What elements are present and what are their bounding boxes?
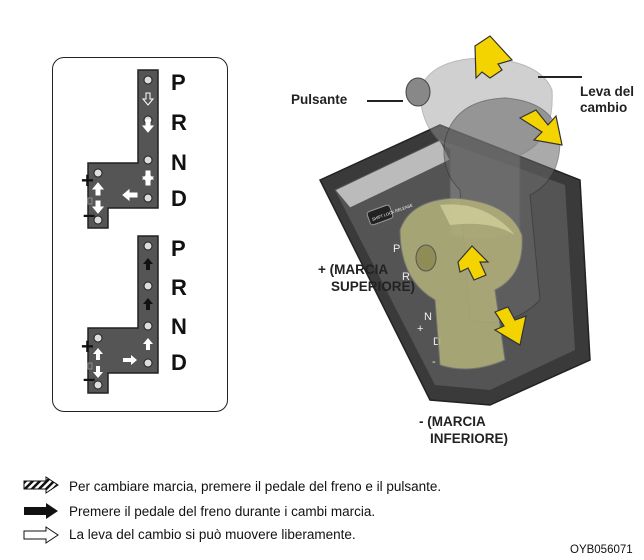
up-arrow-icon (91, 182, 105, 196)
plus-sign: + (81, 168, 94, 193)
up-arrow-icon (93, 348, 103, 360)
upper-gate-slot (87, 69, 159, 229)
right-arrow-icon (123, 355, 137, 365)
upshift-label-2: SUPERIORE) (331, 279, 416, 294)
outline-arrow-icon (22, 526, 62, 544)
console-letter: D (433, 336, 441, 348)
console-letter: R (402, 271, 410, 283)
minus-sign: – (83, 366, 96, 391)
solid-black-arrow-icon (22, 502, 62, 520)
gate-letter-d: D (171, 186, 187, 211)
striped-down-arrow-icon (141, 92, 155, 106)
yellow-arrow-up-icon (474, 35, 514, 80)
downshift-label-1: - (MARCIA (419, 414, 486, 429)
plus-sign: + (81, 334, 94, 359)
lower-gate-arrows (93, 258, 153, 378)
button-knob-icon (415, 244, 437, 272)
console-letter: - (432, 356, 436, 368)
callout-line (538, 76, 582, 78)
gate-letter-r: R (171, 110, 187, 135)
upper-gate-arrows (91, 92, 155, 214)
upshift-label-1: + (MARCIA (318, 262, 389, 277)
yellow-arrow-downshift-icon (493, 306, 527, 346)
gate-letter-n: N (171, 314, 187, 339)
down-arrow-icon (93, 366, 103, 378)
up-arrow-icon (141, 172, 155, 186)
downshift-label-2: INFERIORE) (430, 431, 509, 446)
minus-sign: – (83, 202, 96, 227)
lever-knob-olive (399, 197, 523, 370)
yellow-arrow-upshift-icon (457, 245, 490, 281)
lower-gate-slot (87, 235, 159, 394)
lower-gate-detents (93, 241, 153, 390)
figure-code: OYB056071 (570, 544, 633, 556)
button-knob-icon (405, 77, 431, 107)
gate-letter-p: P (171, 70, 186, 95)
console-letter: N (424, 311, 432, 323)
solid-up-arrow-icon (143, 258, 153, 270)
shift-lever-illustration: SHIFT LOCK RELEASE P R N D + - (318, 35, 591, 406)
striped-arrow-icon (22, 476, 62, 494)
button-label: Pulsante (291, 92, 348, 107)
legend-item-text: Per cambiare marcia, premere il pedale d… (69, 479, 442, 494)
legend-item-text: Premere il pedale del freno durante i ca… (69, 504, 376, 519)
console-letter: P (393, 243, 400, 255)
down-arrow-icon (141, 119, 155, 133)
legend-item-text: La leva del cambio si può muovere libera… (69, 527, 356, 542)
gate-letter-d: D (171, 350, 187, 375)
left-arrow-icon (122, 188, 138, 202)
shift-gates-svg (87, 69, 159, 394)
gate-letter-n: N (171, 150, 187, 175)
console-letter: + (417, 323, 423, 335)
lever-label-2: cambio (580, 100, 628, 115)
up-arrow-icon (143, 338, 153, 350)
lever-label-1: Leva del (580, 84, 635, 99)
shift-lock-release-button (366, 204, 394, 226)
gate-letter-p: P (171, 236, 186, 261)
shift-pattern-panel: P R N D + – P R N D + – (52, 57, 228, 412)
gate-letter-r: R (171, 275, 187, 300)
down-arrow-icon (91, 200, 105, 214)
callout-line (367, 100, 403, 102)
yellow-arrow-down-icon (518, 109, 563, 146)
solid-up-arrow-icon (143, 298, 153, 310)
